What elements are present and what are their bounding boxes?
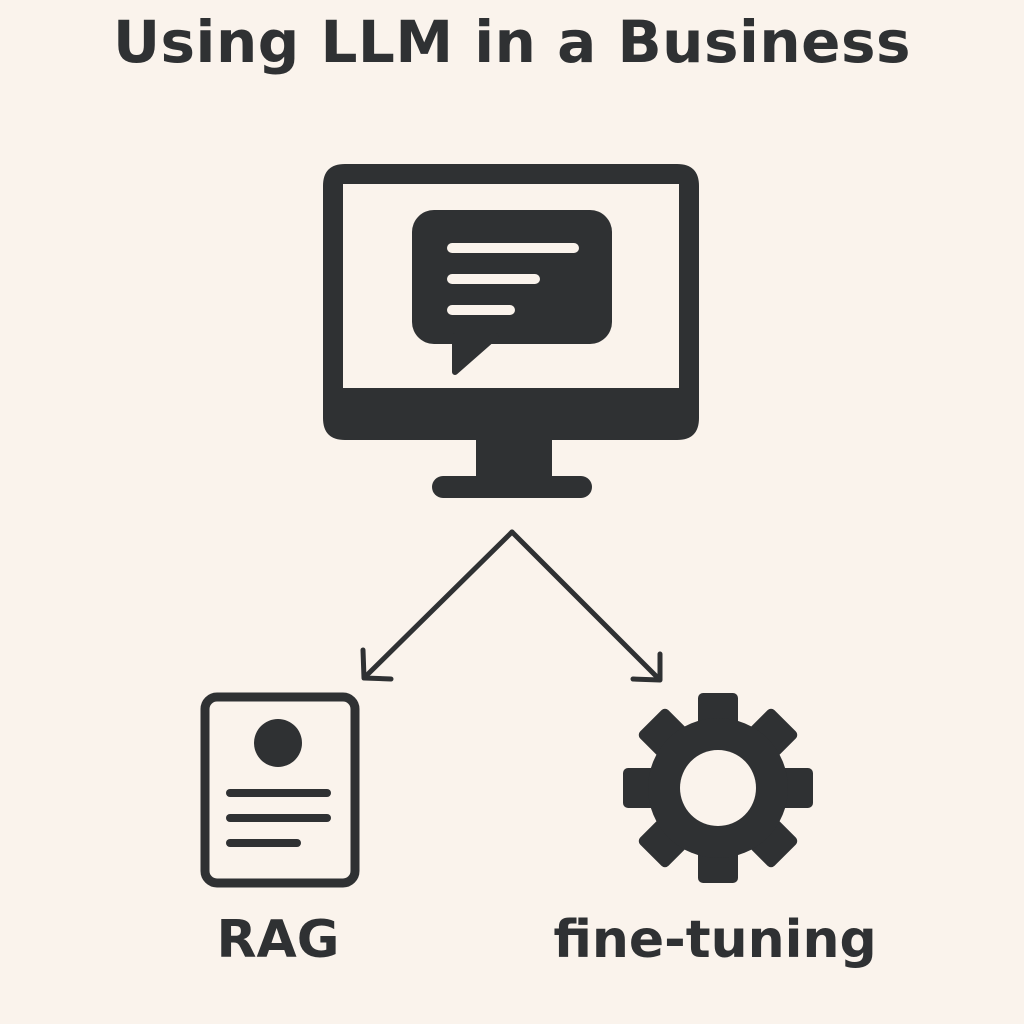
monitor-stand-base — [432, 476, 592, 498]
arrow-to-fine-tuning — [509, 529, 663, 683]
gear-icon — [623, 693, 813, 883]
gear-hole — [680, 750, 756, 826]
diagram-title: Using LLM in a Business — [112, 8, 912, 76]
fine-tuning-label: fine-tuning — [553, 910, 877, 970]
monitor-screen — [323, 164, 699, 440]
chat-bubble-icon — [412, 210, 612, 375]
rag-label: RAG — [216, 910, 340, 970]
document-profile-icon — [200, 692, 360, 888]
arrow-to-rag — [360, 529, 515, 682]
computer-monitor-chat-icon — [323, 164, 699, 498]
